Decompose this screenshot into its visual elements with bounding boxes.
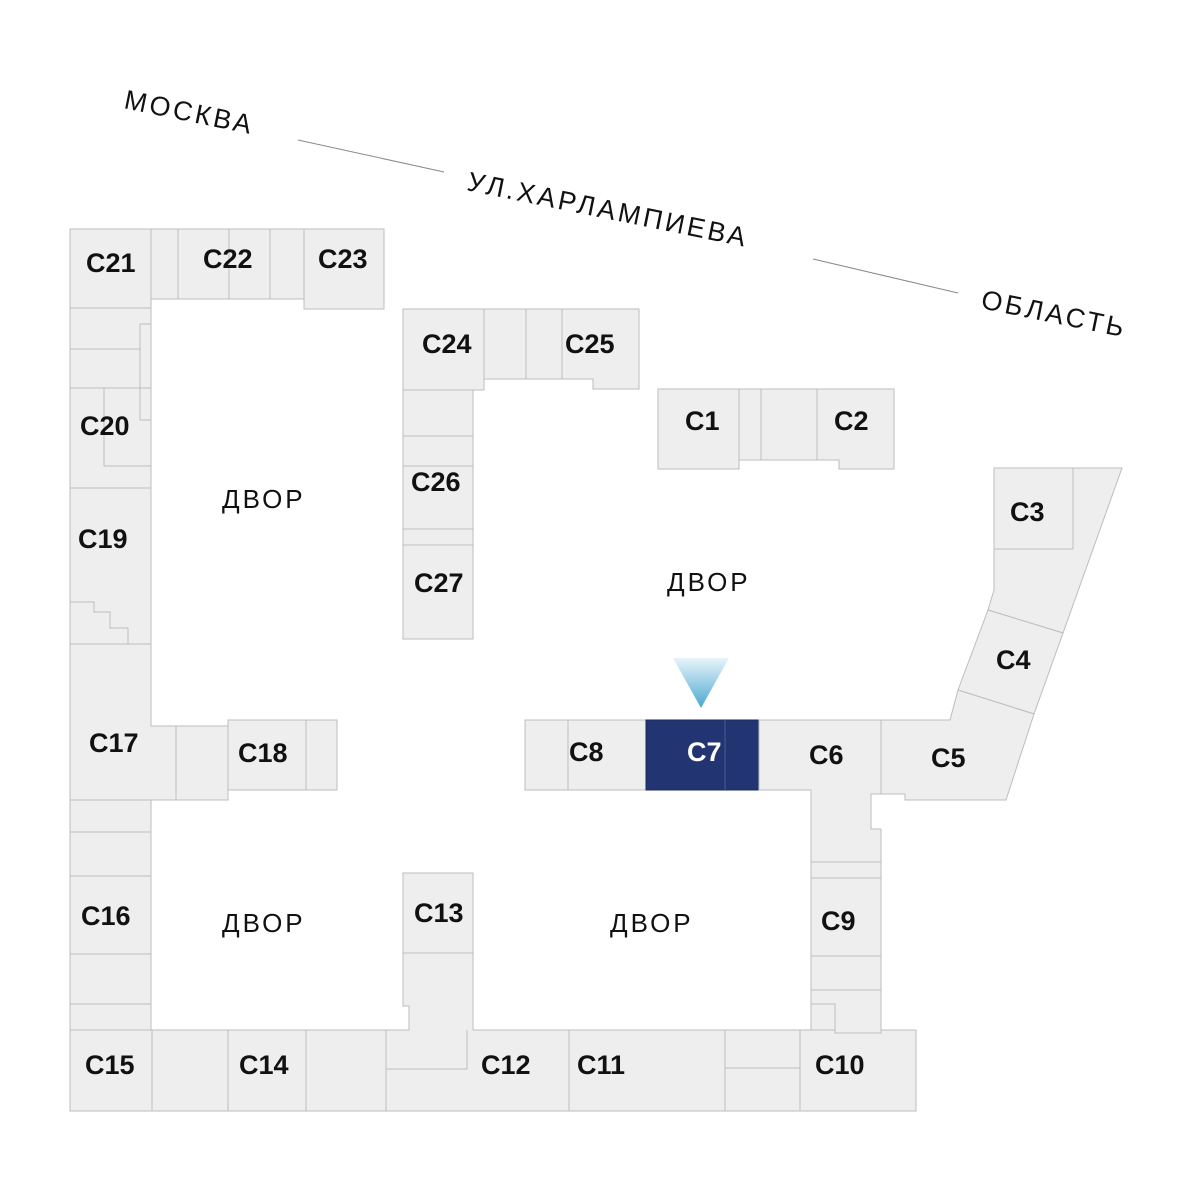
street-divider-line	[812, 258, 959, 294]
street-divider-line	[297, 139, 445, 173]
section-c19-label: С19	[78, 524, 128, 554]
yard-label-north-west: ДВОР	[222, 484, 306, 514]
section-c26[interactable]: С26	[402, 389, 474, 530]
section-c9[interactable]: С9	[810, 861, 882, 1034]
section-c11[interactable]: С11	[568, 1029, 726, 1112]
selected-section-marker-icon	[673, 658, 729, 708]
section-c24-label: С24	[422, 329, 472, 359]
section-c11-label: С11	[577, 1050, 625, 1080]
yard-label-south-west: ДВОР	[222, 908, 306, 938]
section-c5-label: С5	[931, 743, 966, 773]
section-c21[interactable]: С21	[69, 228, 152, 309]
section-c8-label: С8	[569, 737, 604, 767]
section-c25[interactable]: С25	[525, 308, 640, 390]
street-region-label: ОБЛАСТЬ	[979, 284, 1130, 343]
section-c10[interactable]: С10	[724, 1029, 917, 1112]
section-c27[interactable]: С27	[402, 528, 474, 640]
street-city-label: МОСКВА	[122, 84, 257, 140]
section-c23-label: С23	[318, 244, 368, 274]
section-c17-label: С17	[89, 728, 139, 758]
section-c3-label: С3	[1010, 497, 1045, 527]
section-c14[interactable]: С14	[151, 1029, 387, 1112]
section-c10-label: С10	[815, 1050, 865, 1080]
yard-label-south-east: ДВОР	[610, 908, 694, 938]
section-c1-label: С1	[685, 406, 720, 436]
section-c22-label: С22	[203, 244, 253, 274]
section-c7-label: С7	[687, 737, 722, 767]
section-c14-label: С14	[239, 1050, 289, 1080]
section-c18-label: С18	[238, 738, 288, 768]
section-c5[interactable]: С5	[880, 689, 1035, 801]
section-c20[interactable]: С20	[69, 307, 152, 489]
section-c19[interactable]: С19	[69, 487, 152, 645]
section-c20-label: С20	[80, 411, 130, 441]
section-c6[interactable]: С6	[758, 719, 882, 863]
section-c4[interactable]: С4	[957, 609, 1064, 715]
section-c16-label: С16	[81, 901, 131, 931]
section-c16[interactable]: С16	[69, 799, 152, 1031]
section-c2-label: С2	[834, 406, 869, 436]
section-c17[interactable]: С17	[69, 643, 177, 801]
section-c13-label: С13	[414, 898, 464, 928]
section-c15[interactable]: С15	[69, 1029, 153, 1112]
section-c15-label: С15	[85, 1050, 135, 1080]
section-c23[interactable]: С23	[303, 228, 385, 310]
section-c7-selected[interactable]: С7	[645, 719, 760, 791]
section-c21-label: С21	[86, 248, 136, 278]
section-c6-label: С6	[809, 740, 844, 770]
section-c9-label: С9	[821, 906, 856, 936]
section-c12[interactable]: С12	[385, 952, 570, 1112]
street-name-label: УЛ.ХАРЛАМПИЕВА	[465, 166, 751, 252]
street-label-group: МОСКВА УЛ.ХАРЛАМПИЕВА ОБЛАСТЬ	[122, 84, 1130, 343]
section-c18[interactable]: С18	[175, 719, 338, 801]
section-c25-label: С25	[565, 329, 615, 359]
section-c3[interactable]: С3	[987, 467, 1123, 634]
section-c12-label: С12	[481, 1050, 531, 1080]
yard-label-north-east: ДВОР	[667, 567, 751, 597]
section-c22[interactable]: С22	[150, 228, 305, 300]
section-c2[interactable]: С2	[738, 388, 895, 470]
section-c24[interactable]: С24	[402, 308, 527, 391]
section-c26-label: С26	[411, 467, 461, 497]
section-c27-label: С27	[414, 568, 464, 598]
section-c4-label: С4	[996, 645, 1031, 675]
section-c8[interactable]: С8	[524, 719, 647, 791]
